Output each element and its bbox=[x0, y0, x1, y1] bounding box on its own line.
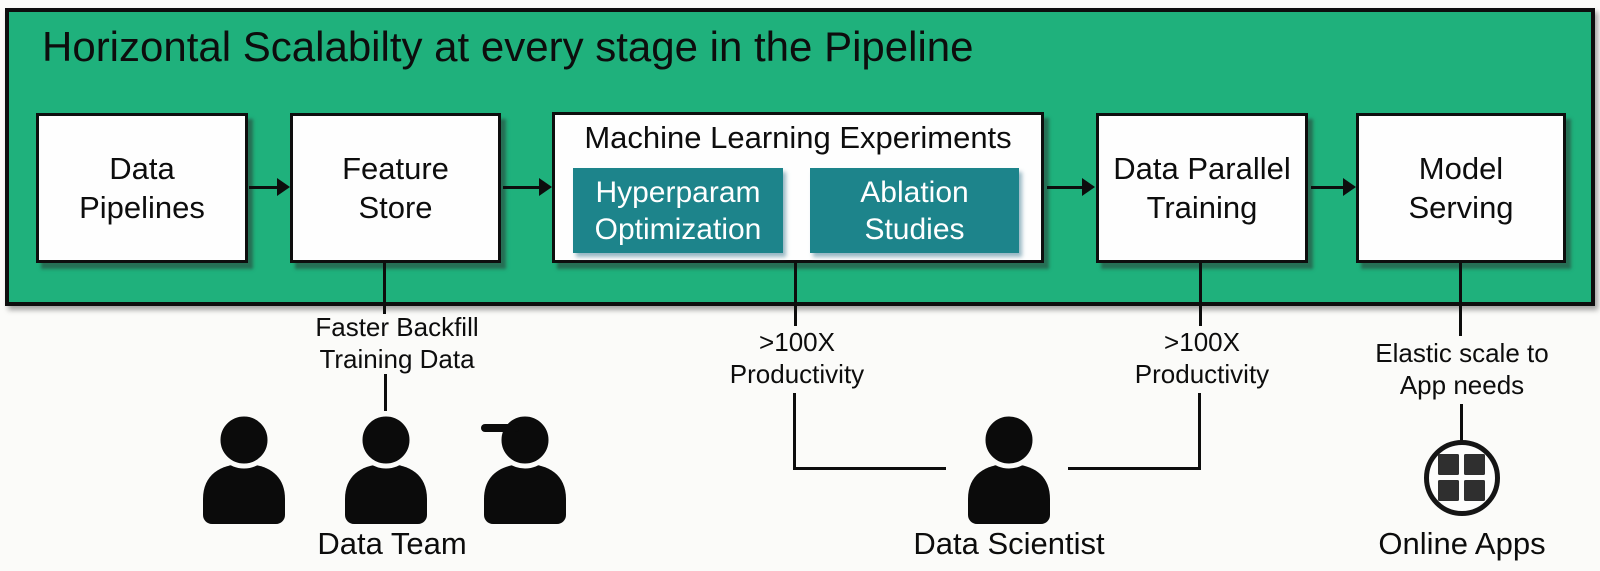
actor-label-online-apps: Online Apps bbox=[1378, 526, 1546, 561]
subbox-label-ablation: Ablation Studies bbox=[860, 175, 969, 246]
subbox-label-hyperparam: Hyperparam Optimization bbox=[594, 175, 762, 246]
apps-grid-icon bbox=[1424, 440, 1500, 516]
note-elastic-scale: Elastic scale to App needs bbox=[1375, 338, 1549, 400]
stage-label-data-parallel-training: Data Parallel Training bbox=[1113, 151, 1291, 225]
arrow-right-icon bbox=[1311, 178, 1356, 196]
note-faster-backfill: Faster Backfill Training Data bbox=[315, 312, 479, 374]
actor-label-data-team: Data Team bbox=[317, 526, 467, 561]
panel-title: Horizontal Scalabilty at every stage in … bbox=[42, 23, 974, 70]
connector-line-ml-experiments bbox=[794, 263, 797, 326]
subbox-ablation-studies: Ablation Studies bbox=[810, 168, 1019, 253]
person-icon bbox=[962, 412, 1056, 524]
connector-line-to-online-apps bbox=[1460, 404, 1463, 441]
stage-box-data-pipelines: Data Pipelines bbox=[36, 113, 248, 263]
arrow-right-icon bbox=[503, 178, 552, 196]
arrow-right-icon bbox=[249, 178, 290, 196]
connector-elbow-right-horizontal bbox=[1068, 467, 1201, 470]
stage-label-feature-store: Feature Store bbox=[342, 151, 449, 225]
person-cap-icon bbox=[478, 412, 572, 524]
arrow-right-icon bbox=[1047, 178, 1095, 196]
subbox-hyperparam-optimization: Hyperparam Optimization bbox=[573, 168, 783, 253]
note-productivity-right: >100X Productivity bbox=[1134, 327, 1270, 389]
connector-elbow-right-vertical bbox=[1198, 393, 1201, 470]
stage-label-data-pipelines: Data Pipelines bbox=[79, 151, 205, 225]
connector-line-data-parallel bbox=[1199, 263, 1202, 326]
actor-label-data-scientist: Data Scientist bbox=[913, 526, 1105, 561]
stage-box-feature-store: Feature Store bbox=[290, 113, 501, 263]
connector-line-model-serving bbox=[1459, 263, 1462, 336]
stage-label-model-serving: Model Serving bbox=[1408, 151, 1514, 225]
connector-elbow-left-horizontal bbox=[793, 467, 946, 470]
stage-label-ml-experiments: Machine Learning Experiments bbox=[584, 120, 1012, 155]
stage-box-model-serving: Model Serving bbox=[1356, 113, 1566, 263]
person-icon bbox=[197, 412, 291, 524]
connector-elbow-left-vertical bbox=[793, 393, 796, 470]
connector-line-feature-store bbox=[383, 263, 386, 314]
stage-box-data-parallel-training: Data Parallel Training bbox=[1096, 113, 1308, 263]
note-productivity-left: >100X Productivity bbox=[729, 327, 865, 389]
connector-line-to-data-team bbox=[384, 374, 387, 411]
person-icon bbox=[339, 412, 433, 524]
stage-box-ml-experiments: Machine Learning Experiments Hyperparam … bbox=[552, 112, 1044, 263]
